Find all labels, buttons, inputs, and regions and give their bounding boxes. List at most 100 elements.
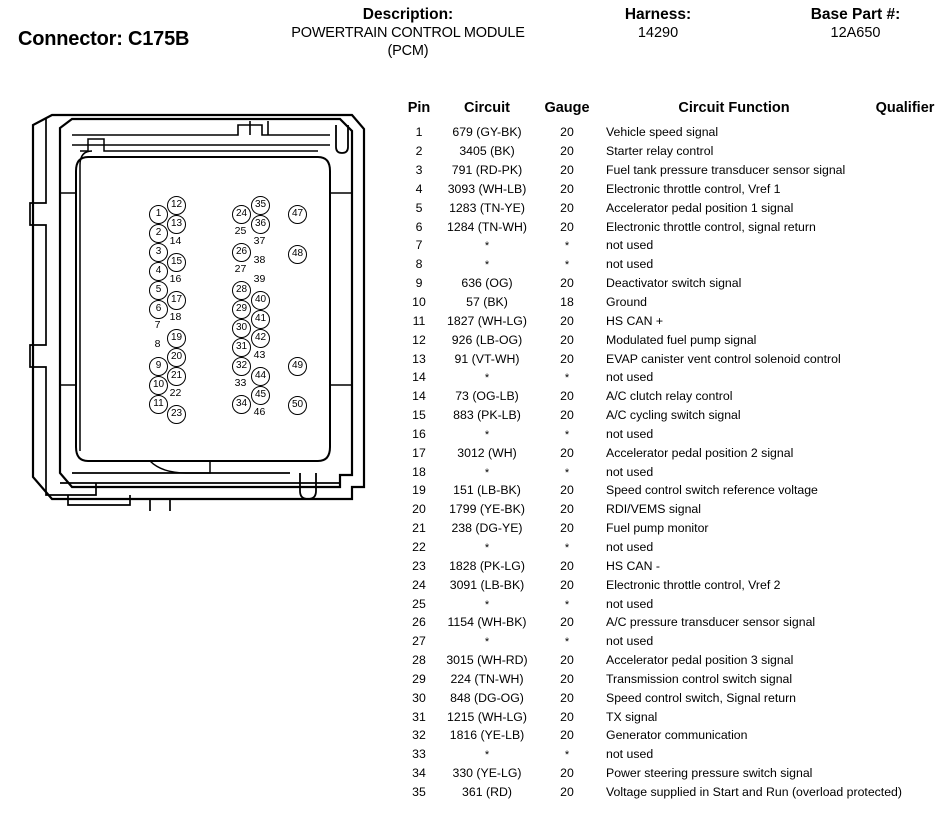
pin-callout-15: 15 (167, 253, 186, 272)
cell-circuit: 57 (BK) (466, 295, 508, 310)
cell-circuit: 151 (LB-BK) (453, 483, 521, 498)
cell-pin: 30 (412, 690, 426, 705)
pin-callout-43: 43 (253, 349, 266, 361)
cell-qualifier (870, 481, 940, 500)
description-value-line2: (PCM) (387, 43, 429, 59)
cell-pin: 2 (415, 144, 423, 159)
cell-gauge: 20 (560, 445, 574, 460)
cell-pin: 25 (412, 596, 426, 611)
pin-callout-40: 40 (251, 291, 270, 310)
pin-callout-19: 19 (167, 329, 186, 348)
pin-callout-30: 30 (232, 319, 251, 338)
cell-gauge: 20 (560, 653, 574, 668)
cell-pin: 3 (415, 163, 423, 178)
cell-circuit: 73 (OG-LB) (455, 389, 519, 404)
pin-callout-49: 49 (288, 357, 307, 376)
pin-callout-31: 31 (232, 338, 251, 357)
cell-circuit-function: Fuel tank pressure transducer sensor sig… (606, 163, 846, 178)
cell-qualifier (870, 349, 940, 368)
pin-callout-47: 47 (288, 205, 307, 224)
cell-circuit-function: Speed control switch reference voltage (606, 483, 818, 498)
cell-qualifier (870, 651, 940, 670)
cell-circuit-function: not used (606, 539, 654, 554)
connector-title: Connector: C175B (18, 28, 190, 50)
cell-gauge: * (564, 372, 570, 385)
pin-callout-42: 42 (251, 329, 270, 348)
cell-pin: 4 (415, 181, 423, 196)
cell-circuit: * (484, 466, 490, 479)
cell-gauge: 20 (560, 313, 574, 328)
table-row: 18**not used (400, 462, 940, 481)
cell-circuit: * (484, 749, 490, 762)
cell-qualifier (870, 330, 940, 349)
cell-circuit-function: Starter relay control (606, 144, 714, 159)
cell-circuit: 1284 (TN-WH) (447, 219, 527, 234)
cell-gauge: * (564, 598, 570, 611)
pin-callout-5: 5 (149, 281, 168, 300)
cell-pin: 5 (415, 200, 423, 215)
cell-pin: 23 (412, 558, 426, 573)
pin-callout-14: 14 (169, 235, 182, 247)
cell-qualifier (870, 500, 940, 519)
cell-circuit-function: not used (606, 596, 654, 611)
cell-qualifier (870, 217, 940, 236)
cell-qualifier (870, 293, 940, 312)
connector-housing-drawing (29, 113, 366, 511)
cell-qualifier (870, 236, 940, 255)
cell-pin: 14 (412, 389, 426, 404)
cell-circuit-function: Accelerator pedal position 3 signal (606, 653, 794, 668)
cell-qualifier (870, 519, 940, 538)
document-header: Connector: C175B Description: POWERTRAIN… (0, 0, 947, 76)
cell-circuit-function: Voltage supplied in Start and Run (overl… (606, 784, 902, 799)
cell-circuit: 636 (OG) (461, 276, 513, 291)
cell-gauge: 20 (560, 389, 574, 404)
cell-circuit: * (484, 240, 490, 253)
column-header-circuit-function: Circuit Function (678, 100, 790, 116)
cell-qualifier (870, 180, 940, 199)
column-header-circuit: Circuit (464, 100, 510, 116)
cell-circuit-function: Generator communication (606, 728, 748, 743)
table-row: 14**not used (400, 368, 940, 387)
cell-qualifier (870, 142, 940, 161)
table-row: 16**not used (400, 425, 940, 444)
column-header-pin: Pin (407, 100, 431, 116)
cell-circuit-function: Fuel pump monitor (606, 521, 709, 536)
cell-qualifier (870, 462, 940, 481)
cell-qualifier (870, 255, 940, 274)
cell-gauge: 20 (560, 181, 574, 196)
pin-callout-45: 45 (251, 386, 270, 405)
cell-gauge: 20 (560, 125, 574, 140)
cell-circuit: 1283 (TN-YE) (449, 200, 525, 215)
cell-gauge: 20 (560, 502, 574, 517)
pin-callout-44: 44 (251, 367, 270, 386)
cell-circuit-function: Power steering pressure switch signal (606, 766, 813, 781)
cell-gauge: 20 (560, 408, 574, 423)
cell-pin: 24 (412, 577, 426, 592)
table-row: 7**not used (400, 236, 940, 255)
cell-qualifier (870, 632, 940, 651)
cell-circuit: 679 (GY-BK) (452, 125, 522, 140)
cell-pin: 26 (412, 615, 426, 630)
cell-circuit: 848 (DG-OG) (450, 690, 524, 705)
description-block: Description: POWERTRAIN CONTROL MODULE (… (228, 5, 588, 60)
cell-qualifier (870, 745, 940, 764)
base-part-value: 12A650 (830, 25, 881, 41)
table-row: 8**not used (400, 255, 940, 274)
cell-circuit-function: TX signal (606, 709, 658, 724)
cell-gauge: * (564, 466, 570, 479)
cell-qualifier (870, 274, 940, 293)
cell-gauge: 20 (560, 144, 574, 159)
cell-pin: 31 (412, 709, 426, 724)
cell-pin: 6 (415, 219, 423, 234)
cell-circuit-function: A/C cycling switch signal (606, 408, 741, 423)
